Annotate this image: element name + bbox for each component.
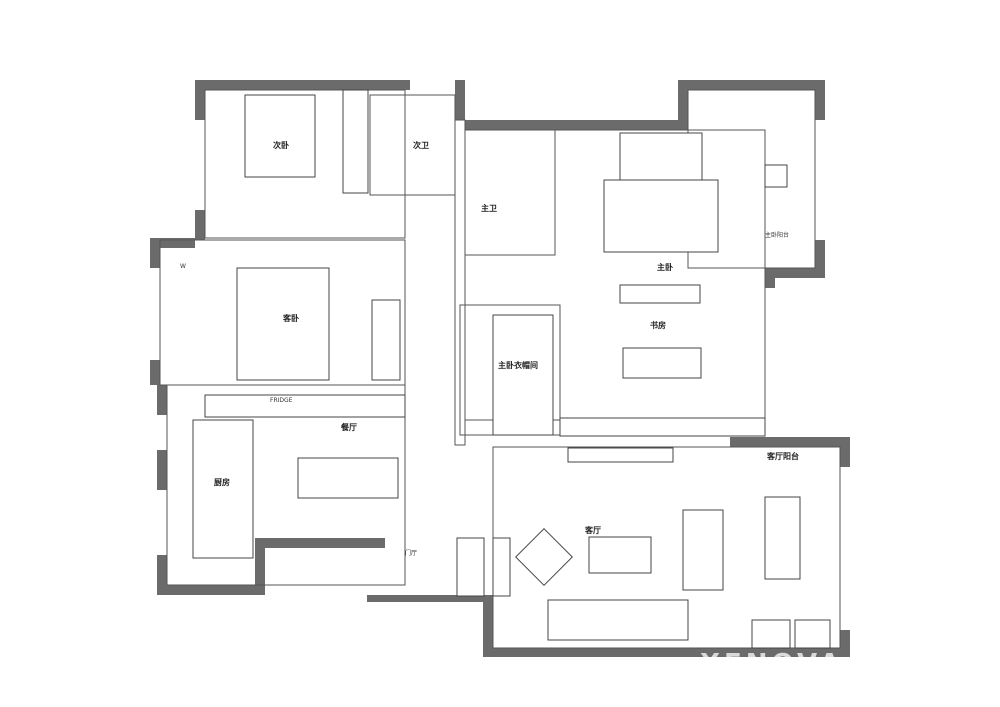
side-table [764, 164, 788, 188]
balcony-table [764, 496, 801, 580]
room-label-second-bedroom: 次卧 [273, 140, 289, 150]
tv-stand [567, 447, 674, 463]
bed [244, 94, 316, 178]
room-labels: 次卧 次卫 主卫 主卧 主卧阳台 客卧 书房 主卧衣帽间 餐厅 FRIDGE W… [180, 140, 799, 557]
room-label-living-balcony: 客厅阳台 [766, 451, 799, 461]
room-label-foyer: 门厅 [405, 549, 417, 557]
counter [204, 394, 406, 418]
rug [603, 179, 719, 253]
furniture [192, 89, 831, 649]
room-label-second-bath: 次卫 [413, 140, 429, 150]
wardrobe [342, 89, 369, 194]
sofa [547, 599, 689, 641]
desk [622, 347, 702, 379]
shoe-cabinet [492, 537, 511, 597]
sofa-chair [682, 509, 724, 591]
coffee-table [588, 536, 652, 574]
sink [751, 619, 791, 649]
tv-console [619, 284, 701, 304]
kitchen-island [192, 419, 254, 559]
room-label-master-closet: 主卧衣帽间 [498, 360, 538, 370]
room-label-master-bath: 主卫 [481, 203, 497, 213]
room-label-master-balcony: 主卧阳台 [765, 231, 789, 239]
fridge-label: FRIDGE [270, 397, 293, 404]
shoe-cabinet [456, 537, 485, 597]
dining-table [297, 457, 399, 499]
room-label-study: 书房 [650, 320, 666, 330]
bed [236, 267, 330, 381]
closet [492, 314, 554, 436]
room-label-guest-bedroom: 客卧 [282, 313, 299, 323]
armchair [515, 528, 573, 586]
washer-label: W [180, 263, 186, 270]
room-label-living: 客厅 [584, 525, 601, 535]
washer [794, 619, 831, 649]
room-label-master-bedroom: 主卧 [657, 262, 673, 272]
walls [150, 80, 850, 657]
room-label-dining: 餐厅 [340, 422, 357, 432]
room-label-kitchen: 厨房 [214, 477, 230, 487]
cabinet [559, 417, 766, 437]
wardrobe [371, 299, 401, 381]
watermark: XENOVA [700, 649, 843, 679]
